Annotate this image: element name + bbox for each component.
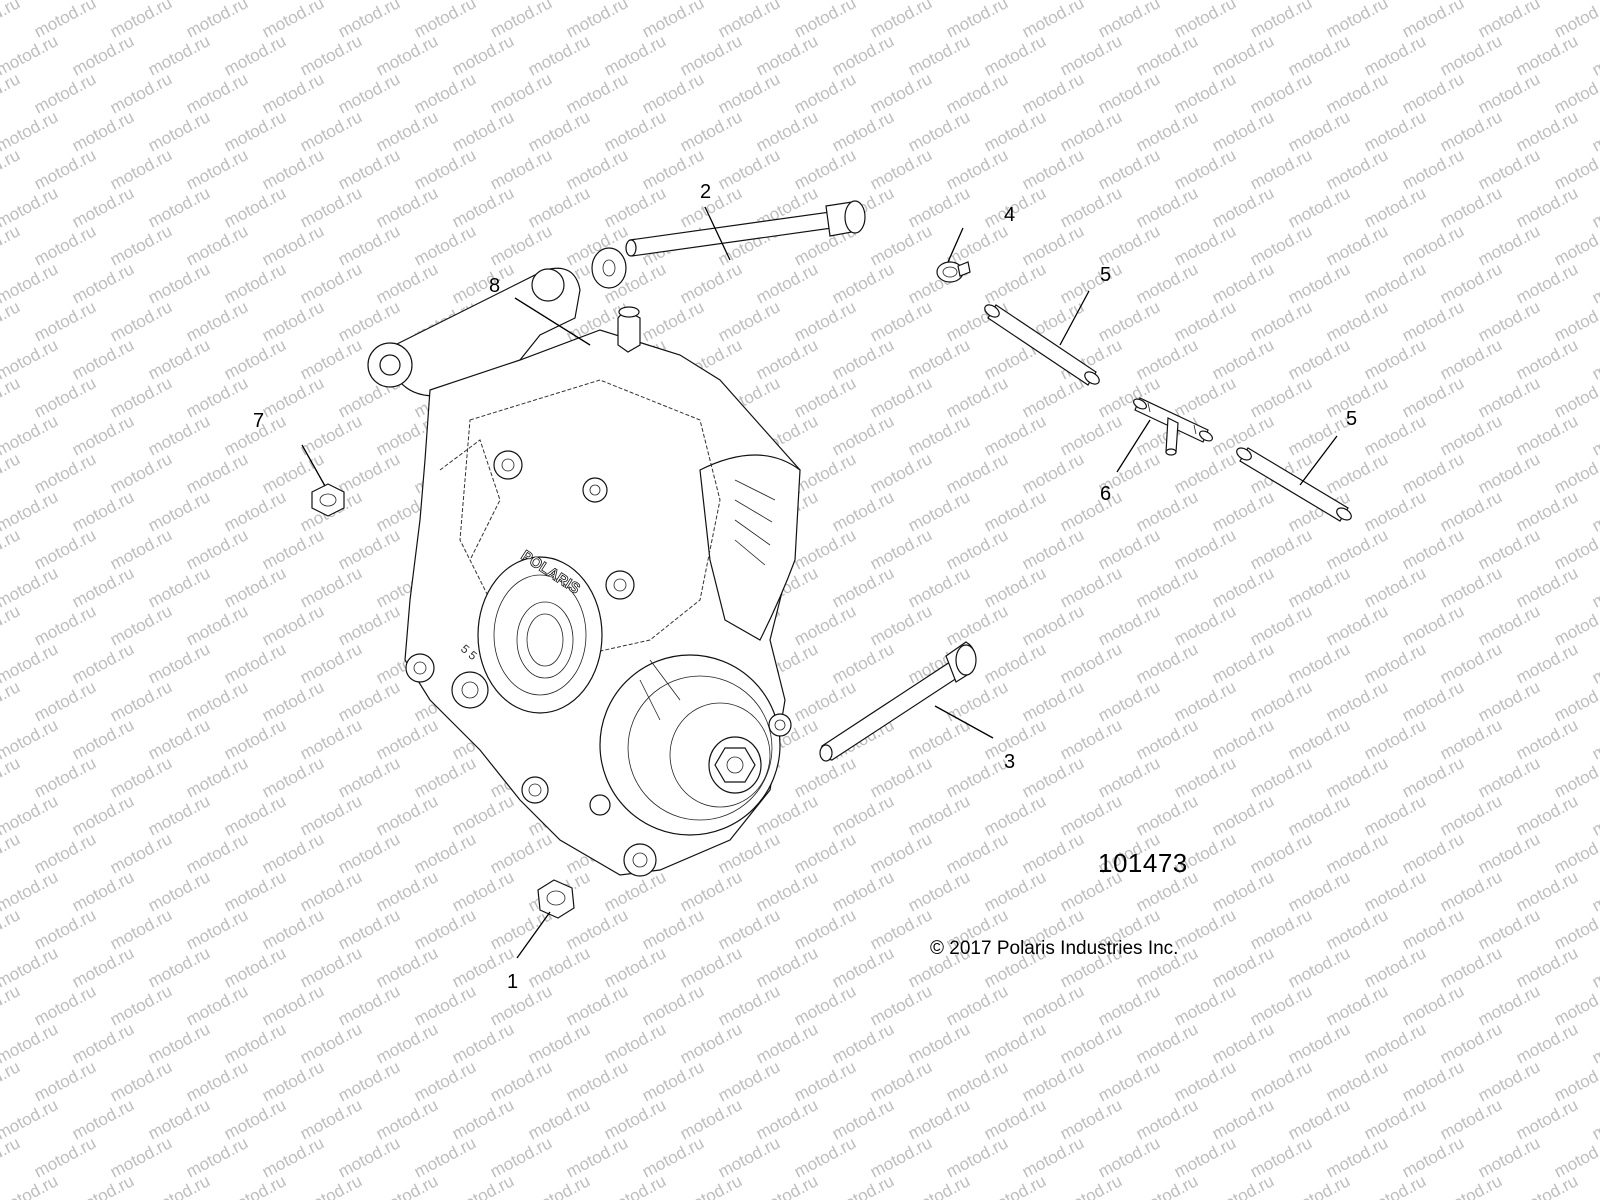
- gearcase-housing: POLARIS 5 5: [367, 267, 801, 877]
- callout-2: 2: [700, 181, 711, 203]
- hose-clamp: [936, 261, 971, 283]
- callout-6: 6: [1100, 483, 1111, 505]
- nut-lower: [537, 879, 575, 919]
- copyright-notice: © 2017 Polaris Industries Inc.: [930, 938, 1179, 959]
- callout-7: 7: [253, 410, 264, 432]
- hose-upper: [984, 304, 1100, 386]
- hose-lower: [1236, 447, 1352, 522]
- callout-5-upper: 5: [1100, 264, 1111, 286]
- callout-3: 3: [1004, 751, 1015, 773]
- callout-1: 1: [507, 971, 518, 993]
- callout-5-lower: 5: [1346, 408, 1357, 430]
- nut-upper: [311, 483, 345, 517]
- callout-8: 8: [489, 275, 500, 297]
- washer: [591, 247, 627, 289]
- bolt-upper: [625, 200, 866, 257]
- figure-number: 101473: [1098, 848, 1188, 878]
- callout-4: 4: [1004, 204, 1015, 226]
- tee-fitting: [1133, 397, 1213, 456]
- bolt-lower: [819, 641, 977, 762]
